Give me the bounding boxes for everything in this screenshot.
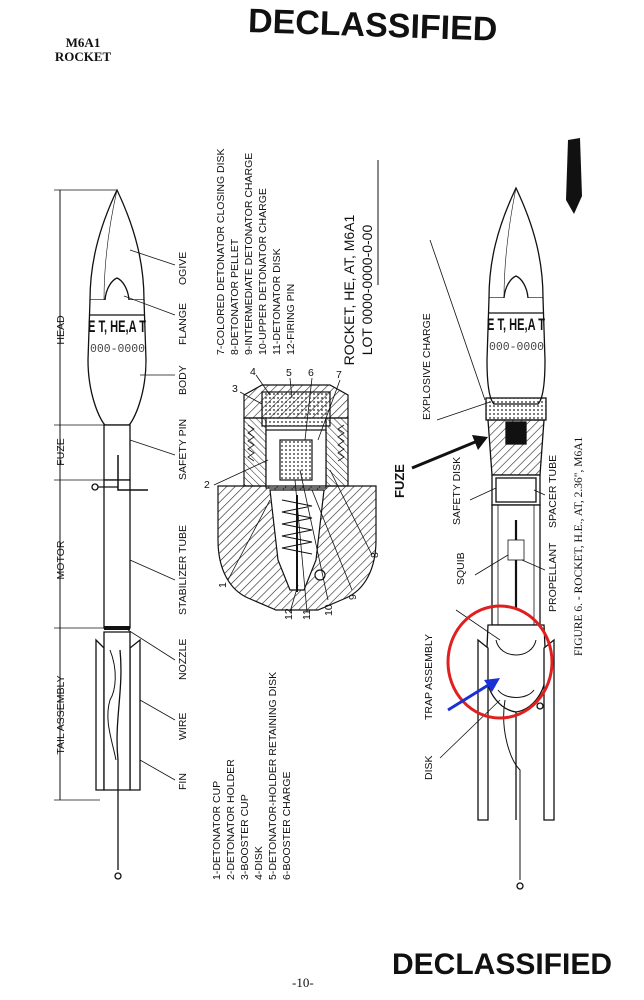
legend-item-9: 9-INTERMEDIATE DETONATOR CHARGE <box>243 153 255 355</box>
callout-4: 4 <box>250 366 256 378</box>
label-stabilizer-tube: STABILIZER TUBE <box>177 525 189 615</box>
callout-8: 8 <box>369 552 381 558</box>
legend-item-11: 11-DETONATOR DISK <box>271 248 283 355</box>
callout-5: 5 <box>286 367 292 379</box>
redaction-mark <box>566 138 582 214</box>
lot-stamp-line1: ROCKET, HE, AT, M6A1 <box>341 214 357 365</box>
left-body-marking: E T, HE,A T <box>88 317 146 336</box>
label-spacer-tube: SPACER TUBE <box>547 455 559 528</box>
highlight-arrow <box>447 678 500 712</box>
label-fin: FIN <box>177 773 189 790</box>
legend-item-1: 1-DETONATOR CUP <box>211 781 223 880</box>
label-nozzle: NOZZLE <box>177 639 189 680</box>
legend-item-12: 12-FIRING PIN <box>285 284 297 355</box>
model-designation: M6A1 <box>65 35 101 50</box>
label-ogive: OGIVE <box>177 252 189 285</box>
page-number: -10- <box>292 975 314 990</box>
callout-3: 3 <box>232 383 238 395</box>
fuze-cross-section <box>217 384 377 611</box>
legend-item-8: 8-DETONATOR PELLET <box>229 238 241 355</box>
callout-12: 12 <box>283 608 295 620</box>
dim-label-tail-assembly: TAIL ASSEMBLY <box>55 675 67 754</box>
dim-label-motor: MOTOR <box>55 540 67 579</box>
declassified-stamp-bottom: DECLASSIFIED <box>392 948 613 981</box>
left-body-lot: 000-0000 <box>90 342 145 356</box>
label-body: BODY <box>177 365 189 395</box>
highlight-circle <box>446 604 554 720</box>
figure-caption: FIGURE 6. - ROCKET, H.E., AT, 2.36", M6A… <box>573 436 585 656</box>
callout-6: 6 <box>308 367 314 379</box>
label-wire: WIRE <box>177 713 189 740</box>
legend-item-5: 5-DETONATOR-HOLDER RETAINING DISK <box>267 672 279 880</box>
fuze-legend-upper: 7-COLORED DETONATOR CLOSING DISK 8-DETON… <box>215 148 297 355</box>
model-title: M6A1 ROCKET <box>48 36 118 64</box>
legend-item-2: 2-DETONATOR HOLDER <box>225 759 237 880</box>
left-rocket <box>54 188 176 880</box>
legend-item-10: 10-UPPER DETONATOR CHARGE <box>257 188 269 355</box>
callout-7: 7 <box>336 369 342 381</box>
model-type: ROCKET <box>54 49 112 64</box>
label-trap-assembly: TRAP ASSEMBLY <box>423 634 435 720</box>
callout-9: 9 <box>347 594 359 600</box>
label-disk: DISK <box>423 755 435 780</box>
lot-stamp-line2: LOT 0000-0000-0-00 <box>359 225 375 356</box>
right-body-lot: 000-0000 <box>489 340 544 354</box>
fuze-legend-lower: 1-DETONATOR CUP 2-DETONATOR HOLDER 3-BOO… <box>211 672 293 880</box>
legend-item-4: 4-DISK <box>253 846 265 880</box>
legend-item-7: 7-COLORED DETONATOR CLOSING DISK <box>215 148 227 355</box>
fuze-pointer-arrow <box>411 435 488 470</box>
legend-item-6: 6-BOOSTER CHARGE <box>281 771 293 880</box>
label-explosive-charge: EXPLOSIVE CHARGE <box>421 313 433 420</box>
callout-1: 1 <box>217 582 229 588</box>
callout-2: 2 <box>204 479 210 491</box>
label-safety-disk: SAFETY DISK <box>451 457 463 525</box>
label-fuze: FUZE <box>392 464 407 498</box>
dim-label-fuze: FUZE <box>55 438 67 465</box>
callout-11: 11 <box>301 609 313 620</box>
label-propellant: PROPELLANT <box>547 542 559 612</box>
dim-label-head: HEAD <box>55 315 67 345</box>
label-safety-pin: SAFETY PIN <box>177 419 189 480</box>
callout-10: 10 <box>323 604 335 616</box>
legend-item-3: 3-BOOSTER CUP <box>239 794 251 880</box>
right-body-marking: E T, HE,A T <box>487 315 545 334</box>
fuze-callout-leaders <box>213 374 373 613</box>
right-rocket <box>429 186 555 890</box>
label-squib: SQUIB <box>455 552 467 585</box>
label-flange: FLANGE <box>177 303 189 345</box>
